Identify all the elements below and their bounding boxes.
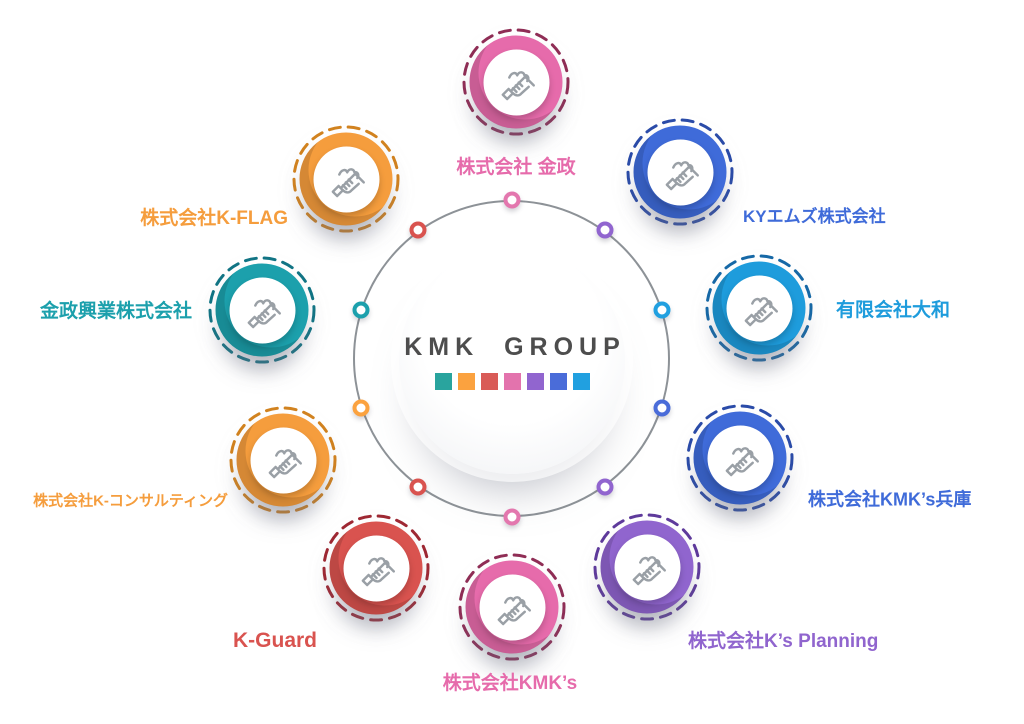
company-label: K-Guard [233, 628, 317, 652]
company-node [625, 117, 735, 227]
node-inner-circle [343, 535, 409, 601]
group-title: KMK GROUP [404, 332, 626, 361]
company-node [704, 253, 814, 363]
brand-square [434, 372, 452, 390]
dashed-outline [292, 125, 400, 233]
dashed-outline [462, 28, 570, 136]
ring-dot [409, 221, 427, 239]
node-inner-circle [229, 277, 295, 343]
dashed-outline [229, 406, 337, 514]
ring-dot [596, 478, 614, 496]
ring-dot [352, 301, 370, 318]
node-ring [712, 261, 806, 355]
node-inner-circle [479, 574, 545, 640]
dashed-outline [705, 254, 813, 362]
handshake-icon [632, 555, 666, 585]
handshake-icon [501, 70, 535, 100]
node-ring [329, 521, 423, 615]
company-node [207, 255, 317, 365]
node-inner-circle [313, 146, 379, 212]
ring-dot [352, 399, 370, 416]
handshake-icon [744, 296, 778, 326]
dashed-outline [593, 513, 701, 621]
company-label: 有限会社大和 [836, 300, 951, 322]
node-ring [215, 263, 309, 357]
handshake-icon [497, 595, 531, 625]
node-inner-circle [707, 425, 773, 491]
ring-dot [503, 191, 520, 209]
node-inner-circle [614, 534, 680, 600]
company-node [685, 403, 795, 513]
node-ring [693, 411, 787, 505]
center-circle: KMK GROUP [399, 248, 625, 474]
dashed-outline [208, 256, 316, 364]
node-ring [299, 132, 393, 226]
handshake-icon [268, 448, 302, 478]
company-node [291, 124, 401, 234]
ring-dot [596, 221, 614, 239]
handshake-icon [361, 556, 395, 586]
node-ring [236, 413, 330, 507]
dashed-outline [686, 404, 794, 512]
company-node [321, 513, 431, 623]
brand-square [457, 372, 475, 390]
brand-square [480, 372, 498, 390]
node-ring [633, 125, 727, 219]
dashed-outline [322, 514, 430, 622]
ring-dot [653, 301, 671, 318]
brand-color-squares [434, 372, 590, 390]
node-ring [465, 560, 559, 654]
ring-dot [653, 399, 671, 416]
handshake-icon [665, 160, 699, 190]
ring-dot [409, 478, 427, 496]
node-ring [469, 35, 563, 129]
company-label: 金政興業株式会社 [39, 301, 192, 323]
node-inner-circle [483, 49, 549, 115]
company-label: 株式会社KMK’s兵庫 [808, 489, 972, 510]
company-label: 株式会社K-コンサルティング [33, 492, 228, 510]
brand-square [572, 372, 590, 390]
company-label: KYエムズ株式会社 [743, 207, 886, 227]
company-node [457, 552, 567, 662]
company-node [228, 405, 338, 515]
company-label: 株式会社K’s Planning [688, 631, 879, 653]
brand-square [503, 372, 521, 390]
ring-dot [503, 508, 520, 526]
node-inner-circle [250, 427, 316, 493]
company-node [592, 512, 702, 622]
brand-square [526, 372, 544, 390]
node-ring [600, 520, 694, 614]
company-label: 株式会社 金政 [456, 157, 576, 179]
company-label: 株式会社K-FLAG [140, 208, 288, 230]
handshake-icon [725, 446, 759, 476]
node-inner-circle [726, 275, 792, 341]
company-label: 株式会社KMK’s [442, 673, 578, 695]
handshake-icon [331, 167, 365, 197]
handshake-icon [247, 298, 281, 328]
node-inner-circle [647, 139, 713, 205]
dashed-outline [458, 553, 566, 661]
company-node [461, 27, 571, 137]
brand-square [549, 372, 567, 390]
dashed-outline [626, 118, 734, 226]
